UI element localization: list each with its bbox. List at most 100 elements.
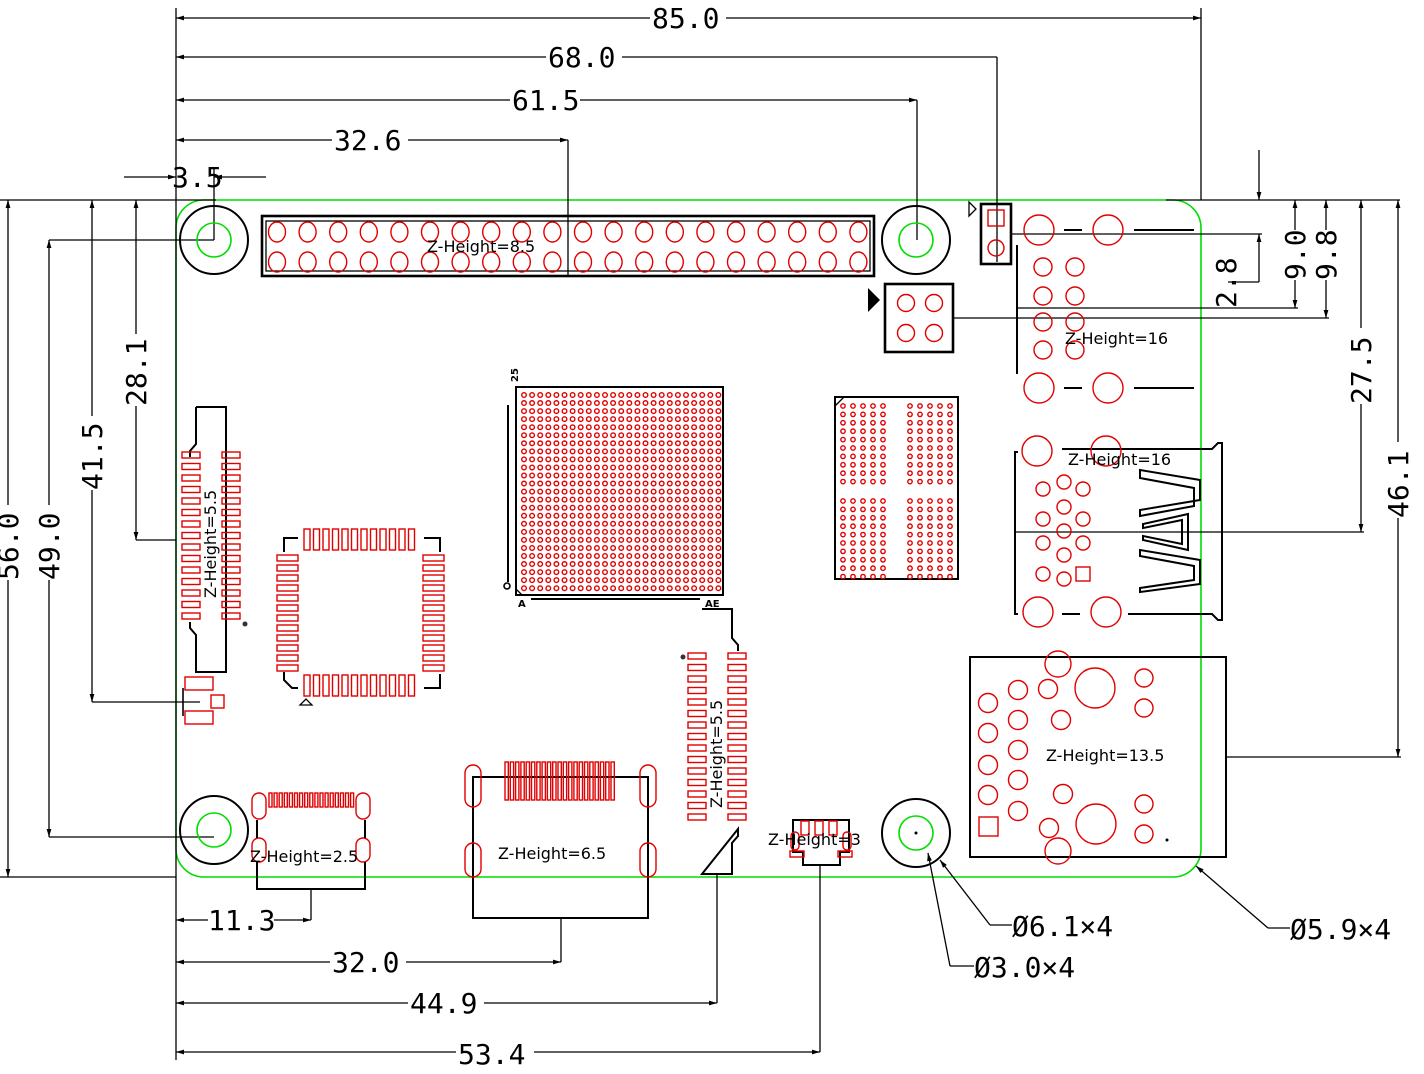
ram-ball [850, 531, 856, 538]
bga-ball [674, 480, 681, 487]
bga-ball [529, 392, 536, 399]
bga-ball [602, 496, 609, 503]
gpio-pin [696, 221, 715, 243]
gpio-pin [359, 251, 378, 273]
ram-ball [860, 548, 866, 555]
dim-11-3: 11.3 [176, 889, 312, 937]
ffc-pad [727, 778, 747, 787]
ram-ball [927, 540, 933, 546]
bga-ball [537, 520, 544, 527]
bga-ball [699, 424, 706, 431]
bga-ball [602, 432, 609, 439]
ram-ball [870, 470, 876, 477]
bga-ball [707, 536, 714, 543]
bga-ball [658, 528, 665, 535]
qfp-pad [422, 604, 445, 612]
ffc-pad [727, 698, 747, 706]
bga-ball [683, 472, 690, 479]
bga-ball [666, 512, 673, 519]
bga-ball [618, 392, 625, 399]
dim-53-4-label: 53.4 [458, 1038, 525, 1071]
dim-85-label: 85.0 [652, 2, 719, 35]
bga-ball [674, 448, 681, 455]
bga-ball [642, 544, 649, 551]
ram-ball [947, 461, 953, 468]
ram-ball [947, 411, 953, 418]
bga-ball [553, 520, 560, 527]
bga-ball [634, 464, 641, 471]
bga-ball [585, 528, 592, 535]
ram-ball [850, 436, 856, 443]
bga-ball [666, 456, 673, 463]
ram-ball [860, 453, 866, 460]
bga-ball [658, 512, 665, 519]
ram-ball [927, 403, 933, 409]
left-ffc-connector: Z-Height=5.5 [181, 406, 248, 673]
bga-ball [650, 408, 657, 415]
ram-bga-balls [840, 403, 953, 580]
bga-ball [658, 585, 665, 592]
bga-ball [585, 585, 592, 592]
ram-ball [870, 531, 876, 538]
bga-ball [683, 480, 690, 487]
bga-ball [707, 569, 714, 576]
ram-ball [850, 498, 856, 504]
bga-ball [537, 440, 544, 447]
ram-ball [870, 445, 876, 451]
qfp-pad [276, 664, 299, 672]
qfp-pad [422, 564, 445, 572]
ram-ball [850, 445, 856, 451]
mount-hole-top-right [881, 205, 951, 275]
gpio-pin [329, 251, 348, 273]
bga-ball [674, 528, 681, 535]
ram-ball [880, 478, 886, 485]
bga-ball [593, 504, 600, 511]
ram-ball [840, 523, 846, 530]
ram-ball [927, 523, 933, 530]
ram-ball [880, 436, 886, 443]
bga-ball [634, 480, 641, 487]
bga-ball [650, 400, 657, 407]
sd-pad [583, 761, 589, 801]
ram-ball [937, 411, 943, 418]
usb-spring-zigzag [1139, 468, 1201, 594]
bga-ball [529, 456, 536, 463]
dim-28-1-label: 28.1 [120, 339, 153, 406]
ram-ball [937, 419, 943, 426]
qfp-pad [276, 584, 299, 592]
bga-ball [691, 400, 698, 407]
bga-ball [650, 577, 657, 584]
bga-ball [658, 456, 665, 463]
qfp-pad [276, 594, 299, 602]
bga-ball [634, 472, 641, 479]
ram-ball [870, 478, 876, 485]
ram-ball [907, 548, 913, 555]
qfp-pad [276, 634, 299, 642]
bga-ball [602, 577, 609, 584]
ram-ball [907, 573, 913, 580]
bga-ball [715, 456, 722, 463]
bga-ball [585, 448, 592, 455]
bga-ball [683, 585, 690, 592]
dim-11-3-label: 11.3 [208, 904, 275, 937]
usb-stack-top: Z-Height=16 [1016, 214, 1194, 404]
ram-ball [880, 445, 886, 451]
qfp-pad [407, 528, 416, 551]
bga-ball [691, 553, 698, 560]
bga-ball [634, 512, 641, 519]
bga-ball [593, 569, 600, 576]
bga-ball [699, 496, 706, 503]
ffc-pad [727, 744, 747, 752]
bga-ball [602, 561, 609, 568]
ram-ball [927, 556, 933, 563]
ram-ball [850, 419, 856, 426]
qfp-pad [341, 528, 349, 551]
bga-ball [537, 504, 544, 511]
ram-ball [840, 478, 846, 485]
sd-pad [536, 761, 541, 801]
bga-ball [674, 520, 681, 527]
bga-ball [537, 544, 544, 551]
bga-ball [577, 448, 584, 455]
qfp-pad [276, 654, 299, 662]
bga-ball [699, 544, 706, 551]
